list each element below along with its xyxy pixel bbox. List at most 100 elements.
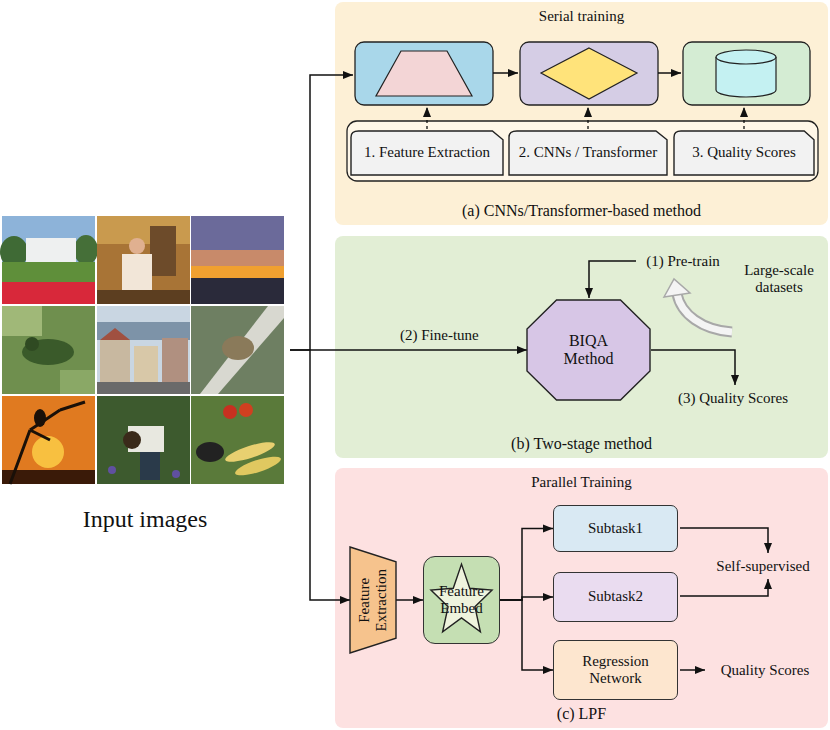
connector-arrow <box>290 349 527 351</box>
node-label: Feature Embed <box>431 583 493 618</box>
photo-tile <box>97 216 190 304</box>
step-container <box>347 121 818 181</box>
flower <box>172 470 180 478</box>
background <box>97 216 190 304</box>
process-box: Subtask1 <box>553 505 678 552</box>
branch <box>10 402 85 484</box>
tree <box>74 235 98 265</box>
note-label: Large-scale datasets <box>738 262 820 297</box>
hair <box>123 431 141 449</box>
photo-tile <box>191 306 284 394</box>
curved-arrow-head <box>664 279 690 297</box>
connector-arrow <box>500 597 553 600</box>
star-shape <box>431 564 492 632</box>
patch <box>2 306 42 336</box>
tree <box>0 236 28 268</box>
sky <box>97 306 190 394</box>
method-panel: Parallel Training(c) LPFFeature Extracti… <box>335 468 828 728</box>
house <box>100 340 130 394</box>
tomato <box>239 403 253 417</box>
node-label: Feature Extraction <box>356 563 391 637</box>
tab-shape <box>674 131 814 175</box>
step-tab: 2. CNNs / Transformer <box>509 131 667 175</box>
flower <box>108 466 116 474</box>
water <box>97 322 190 340</box>
note-label-box: (1) Pre-train <box>641 252 725 270</box>
street <box>97 382 190 394</box>
node-label: Subtask2 <box>588 588 643 605</box>
branch <box>200 306 284 394</box>
merge-arrow <box>680 579 768 596</box>
node-label: 3. Quality Scores <box>692 144 796 161</box>
note-label: (3) Quality Scores <box>678 390 788 407</box>
land <box>191 278 284 304</box>
edge-label-box: (2) Fine-tune <box>398 326 481 344</box>
lizard <box>22 339 74 365</box>
tab-shape <box>509 131 667 175</box>
process-box: Subtask2 <box>553 572 678 622</box>
input-images-group: Input images <box>0 212 290 534</box>
sky <box>2 216 95 304</box>
branch-arrow <box>310 75 353 350</box>
edge-label: (2) Fine-tune <box>398 327 481 344</box>
head <box>25 337 39 351</box>
step-tab: 1. Feature Extraction <box>351 131 503 175</box>
bird <box>34 409 46 427</box>
note-label: (1) Pre-train <box>646 253 720 270</box>
corn <box>233 453 282 479</box>
cylinder-symbol <box>716 57 776 97</box>
connector-arrow <box>290 350 350 600</box>
curved-arrow-body <box>677 294 732 332</box>
photo-tile <box>191 216 284 304</box>
stage-box <box>355 42 493 105</box>
shirt <box>128 426 164 452</box>
photo-tile <box>0 216 98 304</box>
node-label: 2. CNNs / Transformer <box>519 144 657 161</box>
pot <box>196 442 224 462</box>
panel-caption: (b) Two-stage method <box>511 435 652 453</box>
dotted-arrow <box>426 107 427 129</box>
octagon-shape <box>527 300 650 400</box>
nest <box>222 336 254 360</box>
trapezoid-symbol <box>376 51 472 96</box>
tomato <box>223 405 237 419</box>
sun <box>32 436 64 468</box>
legs <box>140 452 160 480</box>
house <box>134 346 158 394</box>
stage-box <box>520 42 658 105</box>
note-label-box: Large-scale datasets <box>738 262 820 297</box>
connector-arrow <box>396 599 423 601</box>
figure <box>150 226 176 276</box>
flow-arrow <box>658 72 681 74</box>
roof <box>100 328 130 340</box>
background <box>191 396 284 484</box>
node-label: Regression Network <box>576 653 656 688</box>
extractor-trapezoid: Feature Extraction <box>350 547 396 653</box>
pretrain-arrow <box>589 261 636 298</box>
sky <box>191 216 284 304</box>
note-label-box: Quality Scores <box>709 661 821 679</box>
curved-arrow-outline <box>677 294 732 332</box>
sunset <box>191 266 284 278</box>
note-label: Self-supervised <box>716 558 809 575</box>
process-box: Regression Network <box>553 640 678 700</box>
photo-tile <box>2 396 95 484</box>
glow <box>191 250 284 272</box>
photo-tile <box>97 306 190 394</box>
background <box>2 306 95 394</box>
background <box>191 306 284 394</box>
flow-arrow <box>493 72 518 74</box>
connector-arrow <box>500 600 553 670</box>
diamond-symbol <box>541 48 637 99</box>
lawn <box>2 262 95 282</box>
node-label: Input images <box>83 506 208 534</box>
dotted-arrow <box>587 107 588 129</box>
tab-shape <box>351 131 503 175</box>
corn <box>223 438 276 465</box>
output-arrow <box>651 350 735 385</box>
method-panel: Serial training(a) CNNs/Transformer-base… <box>335 2 828 225</box>
